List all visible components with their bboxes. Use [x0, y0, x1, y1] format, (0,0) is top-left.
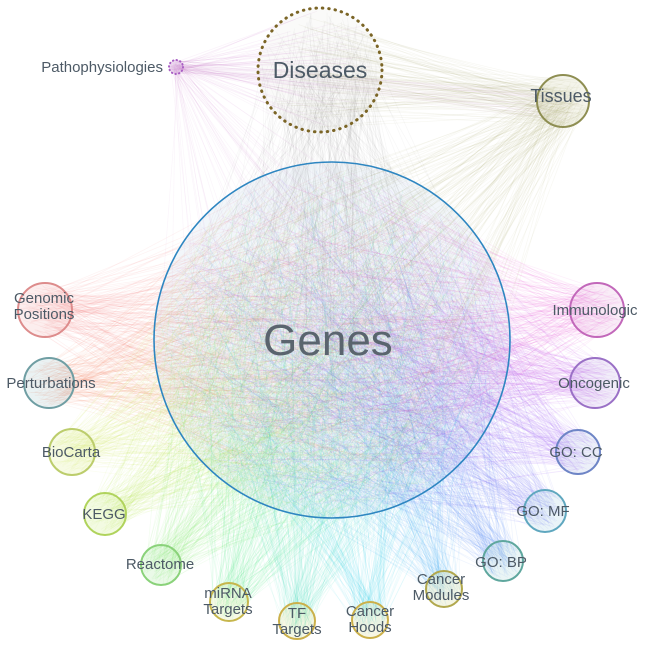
node-diseases[interactable]: Diseases [256, 6, 384, 134]
edge-fan-cancer_hoods-genes [166, 177, 499, 635]
node-immunologic[interactable]: Immunologic [552, 282, 638, 338]
edge-fan-genomic_positions-genes [19, 168, 501, 503]
node-label-pathophysiologies: Pathophysiologies [41, 59, 163, 76]
node-circle-immunologic[interactable] [569, 282, 625, 338]
edge-fan-pathophysiologies-tissues [169, 60, 580, 122]
node-kegg[interactable]: KEGG [82, 492, 127, 536]
node-oncogenic[interactable]: Oncogenic [558, 357, 630, 409]
node-circle-go_bp[interactable] [482, 540, 524, 582]
edge-fan-kegg-genes [85, 178, 501, 534]
node-go_mf[interactable]: GO: MF [516, 489, 570, 533]
node-label-immunologic: Immunologic [552, 302, 638, 319]
node-circle-tf_targets[interactable] [278, 602, 316, 640]
node-circle-cancer_modules[interactable] [425, 570, 463, 608]
node-go_cc[interactable]: GO: CC [549, 429, 603, 475]
node-label-genes: Genes [263, 316, 393, 365]
edge-fan-tissues-genes [177, 81, 588, 503]
edge-fan-mirna_targets-genes [160, 171, 489, 620]
edge-fan-oncogenic-genes [163, 207, 616, 503]
node-circle-genomic_positions[interactable] [17, 282, 73, 338]
node-circle-cancer_hoods[interactable] [351, 601, 389, 639]
node-circle-mirna_targets[interactable] [209, 582, 249, 622]
node-label-go_mf: GO: MF [516, 503, 569, 520]
node-label-oncogenic: Oncogenic [558, 375, 630, 392]
node-go_bp[interactable]: GO: BP [475, 540, 527, 582]
edge-fan-biocarta-genes [50, 170, 503, 510]
node-circle-diseases[interactable] [256, 6, 384, 134]
genes-circle-ring[interactable] [153, 161, 511, 519]
node-perturbations[interactable]: Perturbations [6, 357, 96, 409]
node-label-go_cc: GO: CC [549, 444, 603, 461]
node-circle-go_cc[interactable] [555, 429, 601, 475]
node-circle-go_mf[interactable] [523, 489, 567, 533]
node-circle-biocarta[interactable] [48, 428, 96, 476]
edge-fan-go_mf-genes [167, 175, 564, 531]
node-circle-reactome[interactable] [140, 544, 182, 586]
node-genes[interactable]: Genes [153, 161, 511, 519]
edge-fan-diseases-tissues [263, 15, 587, 128]
genes-circle-fill [154, 162, 510, 518]
edge-fan-diseases-genes [162, 12, 497, 509]
edge-fan-reactome-genes [143, 178, 495, 584]
edge-fan-pathophysiologies-diseases [169, 10, 370, 127]
node-label-perturbations: Perturbations [6, 375, 95, 392]
node-label-reactome: Reactome [126, 556, 194, 573]
edge-fan-perturbations-genes [26, 170, 493, 505]
edge-fan-go_cc-genes [179, 176, 599, 506]
node-circle-oncogenic[interactable] [569, 357, 621, 409]
node-pathophysiologies[interactable]: Pathophysiologies [41, 59, 184, 76]
node-circle-pathophysiologies[interactable] [168, 59, 184, 75]
edge-fan-cancer_modules-genes [162, 195, 505, 606]
node-label-tissues: Tissues [530, 86, 591, 106]
node-circle-kegg[interactable] [83, 492, 127, 536]
edge-fan-immunologic-genes [172, 172, 623, 497]
node-label-diseases: Diseases [273, 57, 368, 83]
node-label-go_bp: GO: BP [475, 554, 527, 571]
edge-fan-pathophysiologies-genes [159, 60, 481, 502]
node-circle-perturbations[interactable] [23, 357, 75, 409]
edge-fan-tf_targets-genes [165, 179, 505, 639]
node-label-biocarta: BioCarta [42, 444, 101, 461]
node-reactome[interactable]: Reactome [126, 544, 194, 586]
node-biocarta[interactable]: BioCarta [42, 428, 101, 476]
node-tissues[interactable]: Tissues [530, 74, 592, 128]
node-label-kegg: KEGG [82, 506, 125, 523]
edge-fan-go_bp-genes [162, 170, 523, 579]
node-circle-tissues[interactable] [536, 74, 590, 128]
